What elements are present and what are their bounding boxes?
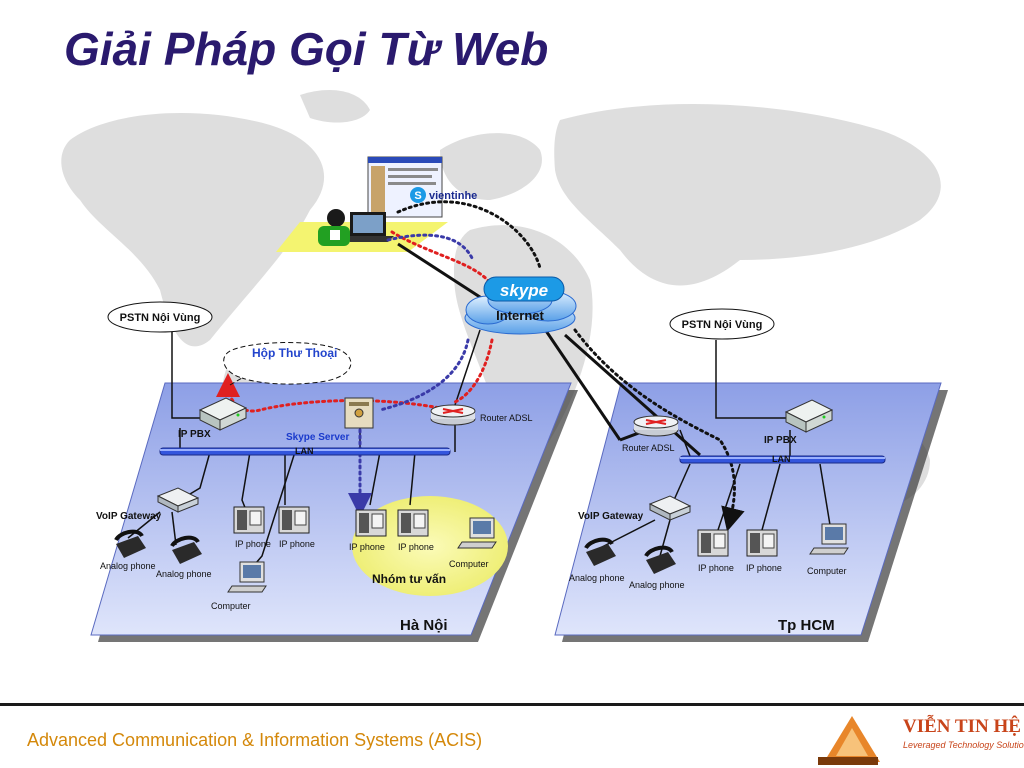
advisor-group-highlight (352, 496, 508, 596)
hanoi-computer-label: Computer (211, 601, 251, 611)
voicemail-callout (223, 342, 352, 386)
web-caller: S vientinhe (276, 156, 477, 252)
hcm-ip-phone-2-label: IP phone (746, 563, 782, 573)
hcm-computer-icon (809, 523, 849, 555)
skype-icon: S (410, 187, 426, 203)
advisor-group-label: Nhóm tư vấn (372, 572, 446, 586)
internet-cloud (464, 276, 577, 335)
hanoi-pstn-cloud (107, 301, 213, 333)
advisor-computer-label: Computer (449, 559, 489, 569)
hanoi-ip-pbx-label: IP PBX (178, 429, 211, 440)
hanoi-voip-gateway-label: VoIP Gateway (96, 511, 162, 522)
region-hcm (554, 382, 948, 642)
footer-divider (0, 703, 1024, 706)
advisor-ip-phone-2-label: IP phone (398, 542, 434, 552)
hanoi-pstn-label: PSTN Nội Vùng (120, 312, 201, 324)
skype-server-label: Skype Server (286, 432, 349, 443)
hcm-router-label: Router ADSL (622, 443, 675, 453)
hcm-pstn-label: PSTN Nội Vùng (682, 319, 763, 331)
hanoi-ip-phone-2-icon (278, 506, 310, 534)
hcm-analog-phone-1-label: Analog phone (569, 573, 625, 583)
advisor-ip-phone-1-label: IP phone (349, 542, 385, 552)
brand-name: VIỄN TIN HỆ (903, 716, 1021, 737)
voicemail-label: Hộp Thư Thoại (252, 346, 337, 360)
advisor-computer-icon (457, 517, 497, 549)
skype-logo-badge (483, 276, 565, 302)
hcm-ip-pbx-label: IP PBX (764, 435, 797, 446)
call-paths (216, 200, 745, 532)
hcm-ip-phone-1-icon (697, 529, 729, 557)
hanoi-lan-label: LAN (295, 446, 314, 456)
hanoi-router-label: Router ADSL (480, 413, 533, 423)
hcm-lan-bar (679, 455, 886, 464)
hanoi-ip-phone-1-icon (233, 506, 265, 534)
hcm-router-icon (633, 415, 679, 437)
company-logo-icon (818, 716, 880, 765)
hcm-ip-phone-1-label: IP phone (698, 563, 734, 573)
hcm-pstn-cloud (669, 308, 775, 340)
page-title: Giải Pháp Gọi Từ Web (64, 23, 549, 75)
hcm-computer-label: Computer (807, 566, 847, 576)
person-icon (318, 209, 350, 246)
skype-id-label: vientinhe (429, 190, 477, 202)
hanoi-analog-phone-2-icon (170, 535, 202, 564)
footer-company-text: Advanced Communication & Information Sys… (27, 730, 483, 750)
hanoi-computer-icon (227, 561, 267, 593)
brand-tagline: Leveraged Technology Solutions (903, 740, 1024, 750)
hanoi-analog-phone-1-label: Analog phone (100, 561, 156, 571)
hcm-ip-phone-2-icon (746, 529, 778, 557)
internet-label: Internet (496, 308, 544, 323)
hcm-analog-phone-2-label: Analog phone (629, 580, 685, 590)
hanoi-analog-phone-2-label: Analog phone (156, 569, 212, 579)
skype-server-icon (344, 397, 374, 429)
hanoi-lan-bar (159, 447, 451, 456)
hanoi-ip-pbx-icon (198, 397, 248, 431)
hcm-lan-label: LAN (772, 454, 791, 464)
hanoi-router-icon (430, 404, 476, 426)
hcm-analog-phone-2-icon (644, 545, 676, 574)
advisor-ip-phone-1-icon (355, 509, 387, 537)
hanoi-voip-gateway-icon (156, 487, 200, 513)
svg-text:S: S (414, 190, 421, 202)
hcm-region-label: Tp HCM (778, 617, 835, 634)
hcm-voip-gateway-label: VoIP Gateway (578, 511, 644, 522)
hcm-ip-pbx-icon (784, 399, 834, 433)
hcm-voip-gateway-icon (648, 495, 692, 521)
hcm-analog-phone-1-icon (584, 537, 616, 566)
network-diagram: S vientinhe (61, 90, 948, 642)
skype-logo-text: skype (500, 281, 548, 300)
laptop-icon (344, 212, 394, 242)
advisor-ip-phone-2-icon (397, 509, 429, 537)
hanoi-ip-phone-2-label: IP phone (279, 539, 315, 549)
hanoi-ip-phone-1-label: IP phone (235, 539, 271, 549)
hanoi-region-label: Hà Nội (400, 617, 448, 634)
hanoi-analog-phone-1-icon (114, 529, 146, 558)
